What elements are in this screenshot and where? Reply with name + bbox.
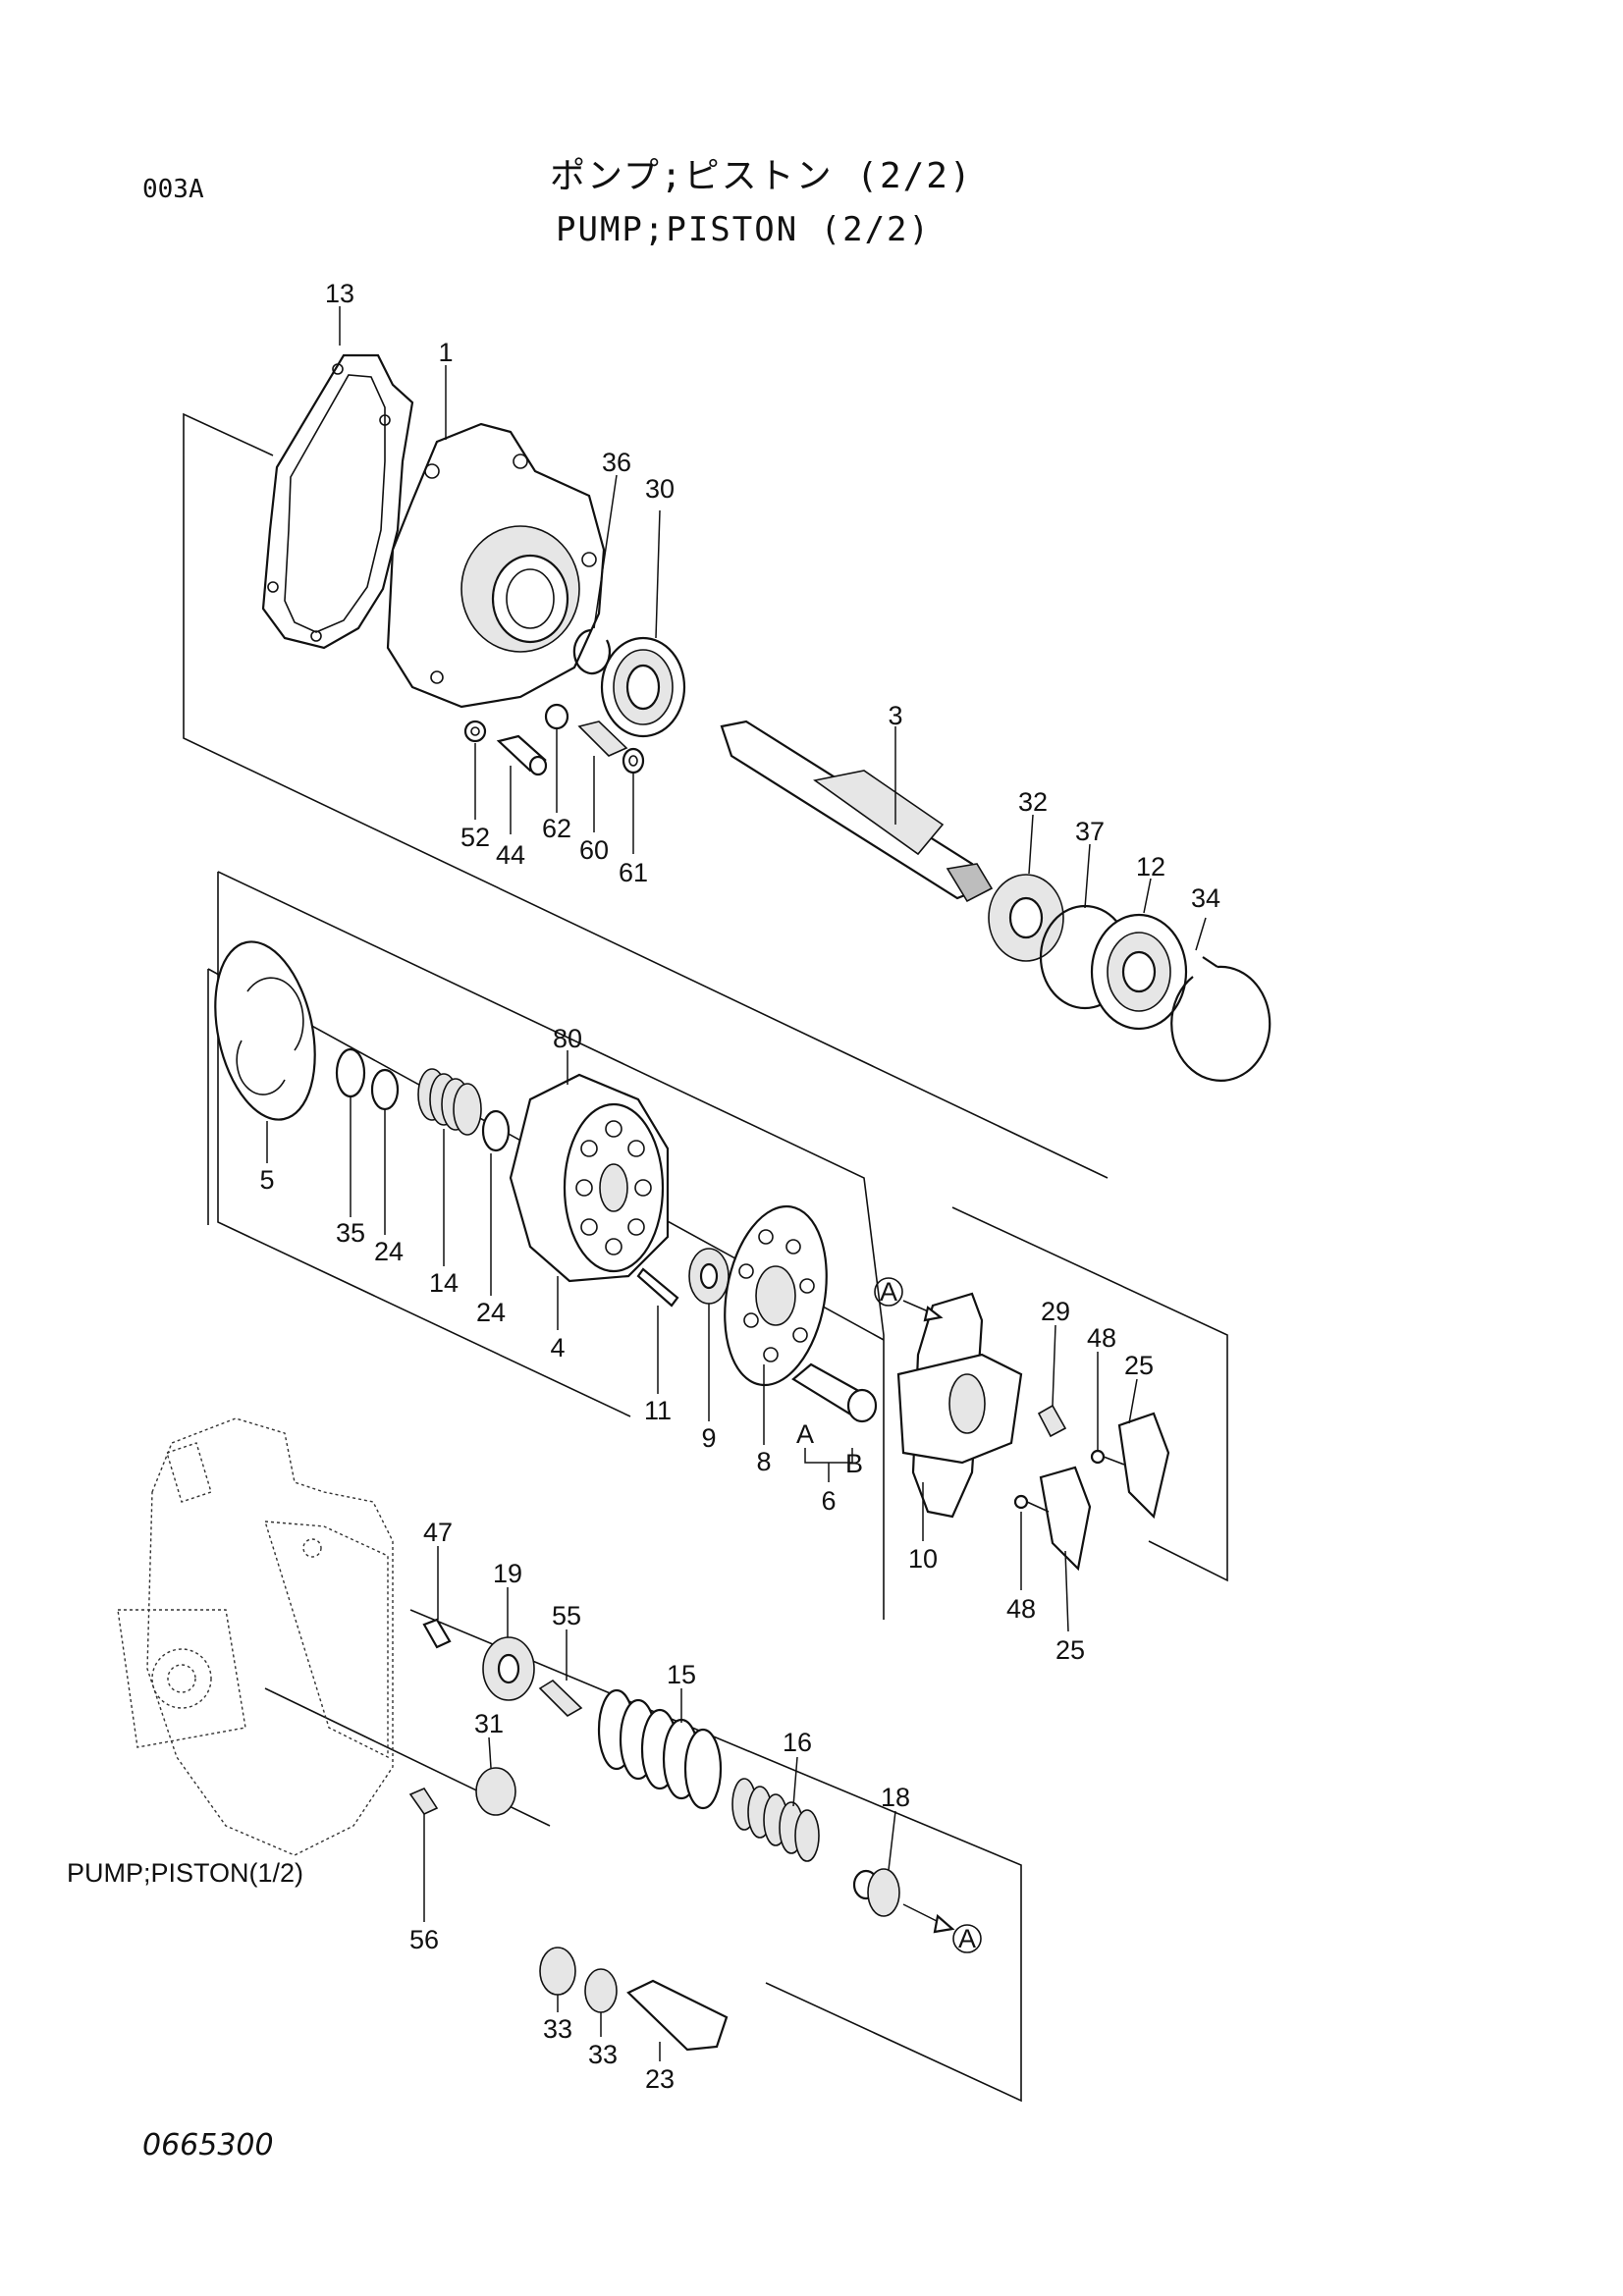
reference-pump-body <box>117 1417 394 1856</box>
reference-view-label: PUMP;PISTON(1/2) <box>67 1858 304 1888</box>
gasket-13 <box>261 353 414 650</box>
piston-shoe-6 <box>791 1362 878 1423</box>
callout-4: 4 <box>550 1333 565 1362</box>
cylinder-block-4 <box>509 1073 670 1283</box>
title-japanese: ポンプ;ピストン (2/2) <box>550 156 973 196</box>
callout-44: 44 <box>496 840 525 870</box>
callout-31: 31 <box>474 1709 504 1738</box>
spherical-bush-9 <box>688 1248 730 1305</box>
bearing-30 <box>600 636 686 738</box>
plug-29 <box>1037 1404 1067 1438</box>
drawing-number: 0665300 <box>142 2128 274 2163</box>
spring-16 <box>731 1778 820 1862</box>
callout-25-lower: 25 <box>1055 1635 1085 1665</box>
callout-36: 36 <box>602 448 631 477</box>
callout-A-piston: A <box>796 1419 814 1449</box>
callout-10: 10 <box>908 1544 938 1574</box>
callout-labels: 13 1 36 30 3 52 44 62 60 61 32 37 12 34 … <box>259 279 1220 2094</box>
callout-25-upper: 25 <box>1124 1351 1154 1380</box>
callout-48-lower: 48 <box>1006 1594 1036 1624</box>
section-code: 003A <box>142 175 204 204</box>
small-fasteners-row <box>463 703 645 776</box>
snap-ring-36 <box>572 628 611 675</box>
shaft-3 <box>720 720 994 903</box>
callout-12: 12 <box>1136 852 1165 881</box>
callout-11: 11 <box>644 1396 672 1425</box>
callout-48-upper: 48 <box>1087 1323 1116 1353</box>
callout-30: 30 <box>645 474 675 504</box>
rings-and-spring-14 <box>335 1047 511 1152</box>
swash-plate-10 <box>896 1292 1023 1519</box>
valve-plate-5 <box>214 940 316 1121</box>
pin-47-collar-19-pin-55 <box>422 1618 583 1717</box>
callout-80: 80 <box>553 1024 582 1053</box>
callout-16: 16 <box>783 1728 812 1757</box>
callout-B-shoe: B <box>845 1449 863 1478</box>
retainer-plate-8 <box>724 1204 828 1387</box>
callout-A-marker-top: A <box>880 1277 897 1307</box>
pin-11 <box>636 1267 679 1308</box>
callout-29: 29 <box>1041 1297 1070 1326</box>
callout-47: 47 <box>423 1518 453 1547</box>
leader-lines <box>266 306 1207 2061</box>
title-english: PUMP;PISTON (2/2) <box>556 210 931 249</box>
callout-3: 3 <box>888 701 902 730</box>
callout-5: 5 <box>259 1165 274 1195</box>
callout-60: 60 <box>579 835 609 865</box>
callout-15: 15 <box>667 1660 696 1689</box>
guide-31-pin-56 <box>408 1767 516 1816</box>
callout-62: 62 <box>542 814 571 843</box>
callout-52: 52 <box>460 823 490 852</box>
callout-19: 19 <box>493 1559 522 1588</box>
callout-9: 9 <box>701 1423 716 1453</box>
shoes-25-and-screws-48 <box>1013 1412 1170 1572</box>
callout-23: 23 <box>645 2064 675 2094</box>
reference-marker-A <box>874 1277 982 1953</box>
spring-15 <box>597 1688 723 1810</box>
callout-A-marker-bottom: A <box>958 1924 976 1953</box>
callout-14: 14 <box>429 1268 459 1298</box>
callout-56: 56 <box>409 1925 439 1954</box>
callout-61: 61 <box>619 858 648 887</box>
callout-37: 37 <box>1075 817 1105 846</box>
callout-32: 32 <box>1018 787 1048 817</box>
callout-13: 13 <box>325 279 354 308</box>
callout-8: 8 <box>756 1447 771 1476</box>
callout-33-right: 33 <box>588 2040 618 2069</box>
callout-55: 55 <box>552 1601 581 1630</box>
spring-seat-18 <box>852 1868 955 1934</box>
callout-35: 35 <box>336 1218 365 1248</box>
callout-24-upper: 24 <box>374 1237 404 1266</box>
callout-18: 18 <box>881 1783 910 1812</box>
callout-33-left: 33 <box>543 2014 572 2044</box>
callout-24-lower: 24 <box>476 1298 506 1327</box>
callout-1: 1 <box>438 338 453 367</box>
callout-6: 6 <box>821 1486 836 1516</box>
seal-and-cover-group <box>988 874 1271 1082</box>
callout-34: 34 <box>1191 883 1220 913</box>
housing-1 <box>386 422 606 709</box>
